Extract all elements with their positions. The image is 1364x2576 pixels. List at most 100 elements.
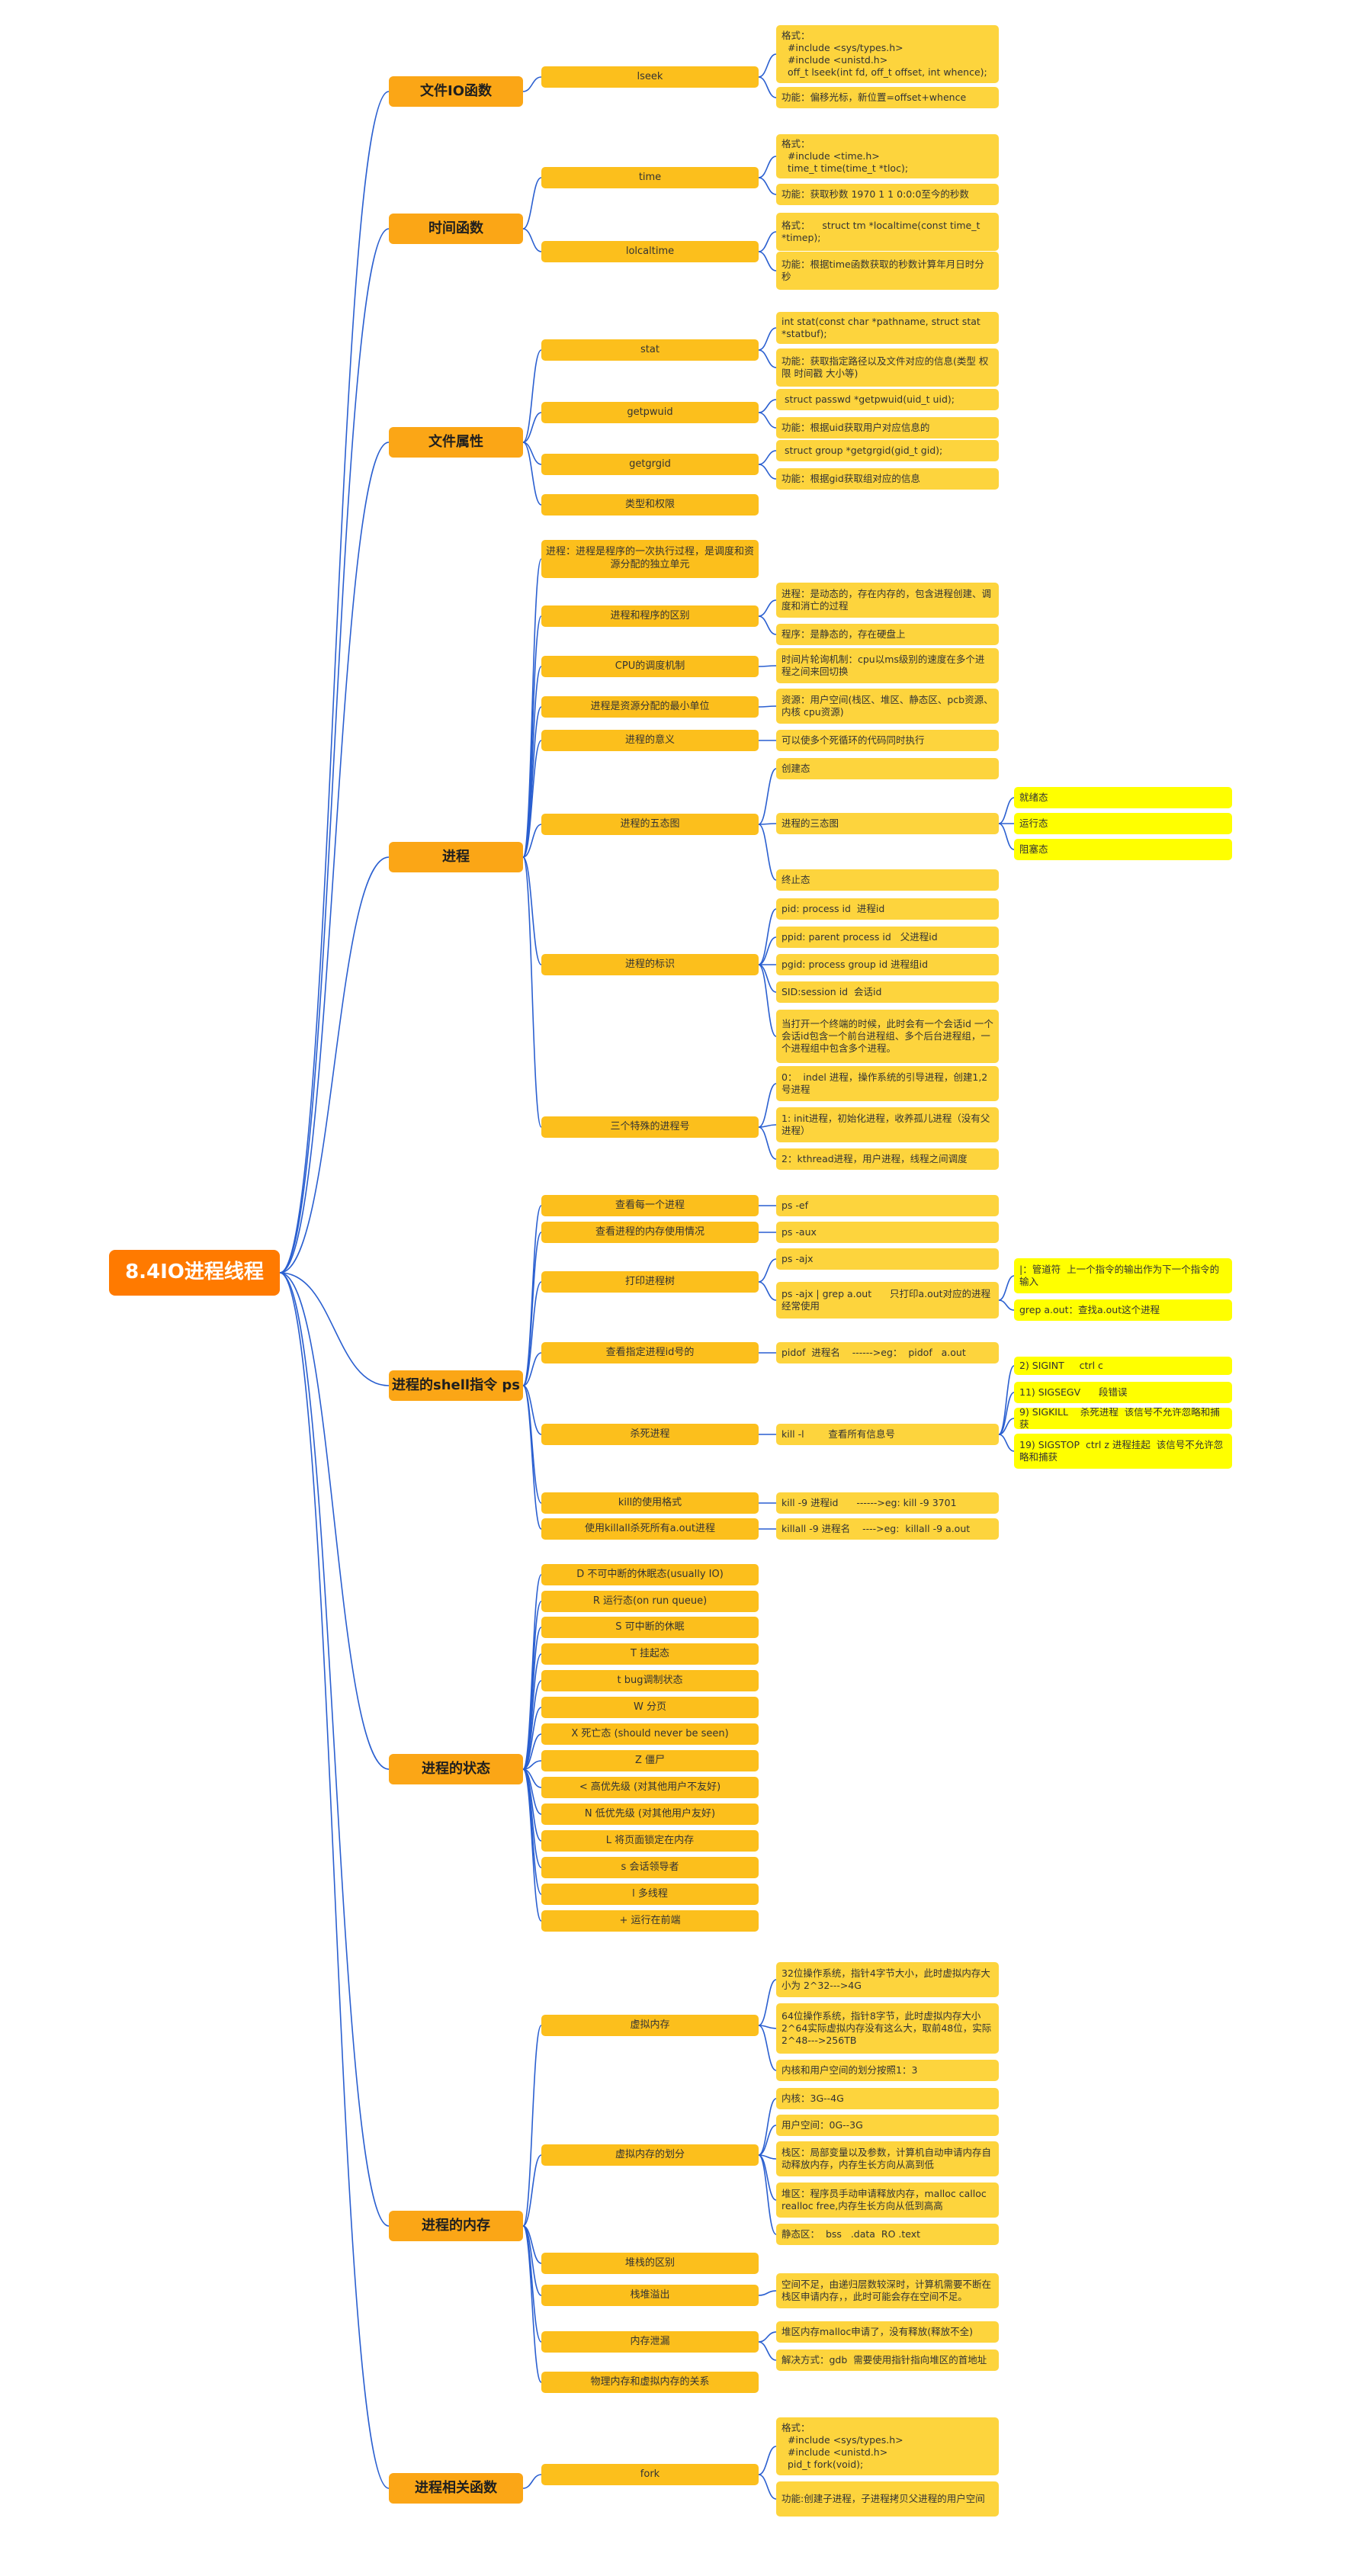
branch-4-item-6[interactable]: 使用killall杀死所有a.out进程 xyxy=(541,1518,759,1540)
branch-0-item-0-detail-1[interactable]: 功能：偏移光标，新位置=offset+whence xyxy=(776,87,999,108)
branch-6-item-3-detail-0[interactable]: 空间不足，由递归层数较深时，计算机需要不断在栈区申请内存，，此时可能会存在空间不… xyxy=(776,2273,999,2308)
branch-6-item-4[interactable]: 内存泄漏 xyxy=(541,2331,759,2353)
branch-7-item-0-detail-1[interactable]: 功能:创建子进程，子进程拷贝父进程的用户空间 xyxy=(776,2481,999,2517)
branch-2-item-2[interactable]: getgrgid xyxy=(541,454,759,475)
branch-7[interactable]: 进程相关函数 xyxy=(389,2473,523,2504)
branch-6-item-5[interactable]: 物理内存和虚拟内存的关系 xyxy=(541,2372,759,2393)
branch-3-item-2[interactable]: CPU的调度机制 xyxy=(541,656,759,677)
branch-4-item-4-detail-0-sub-3[interactable]: 19) SIGSTOP ctrl z 进程挂起 该信号不允许忽略和捕获 xyxy=(1014,1434,1232,1469)
branch-5-item-2[interactable]: S 可中断的休眠 xyxy=(541,1617,759,1638)
branch-3-item-6[interactable]: 进程的标识 xyxy=(541,954,759,975)
branch-3-item-7-detail-2[interactable]: 2：kthread进程，用户进程，线程之间调度 xyxy=(776,1148,999,1170)
branch-6-item-4-detail-1[interactable]: 解决方式：gdb 需要使用指针指向堆区的首地址 xyxy=(776,2350,999,2371)
branch-6-item-3[interactable]: 栈堆溢出 xyxy=(541,2285,759,2306)
branch-7-item-0[interactable]: fork xyxy=(541,2464,759,2485)
branch-1-item-0-detail-0[interactable]: 格式： #include <time.h> time_t time(time_t… xyxy=(776,134,999,178)
branch-6-item-2[interactable]: 堆栈的区别 xyxy=(541,2253,759,2274)
branch-3-item-5-detail-1-sub-2[interactable]: 阻塞态 xyxy=(1014,839,1232,860)
branch-4-item-2[interactable]: 打印进程树 xyxy=(541,1271,759,1293)
branch-0-item-0-detail-0[interactable]: 格式： #include <sys/types.h> #include <uni… xyxy=(776,25,999,83)
branch-5-item-1[interactable]: R 运行态(on run queue) xyxy=(541,1591,759,1612)
branch-4-item-3[interactable]: 查看指定进程id号的 xyxy=(541,1342,759,1363)
branch-4-item-6-detail-0[interactable]: killall -9 进程名 ---->eg: killall -9 a.out xyxy=(776,1518,999,1540)
branch-3-item-2-detail-0[interactable]: 时间片轮询机制：cpu以ms级别的速度在多个进程之间来回切换 xyxy=(776,648,999,683)
branch-4-item-2-detail-1[interactable]: ps -ajx | grep a.out 只打印a.out对应的进程经常使用 xyxy=(776,1282,999,1319)
branch-3-item-1-detail-0[interactable]: 进程：是动态的，存在内存的，包含进程创建、调度和消亡的过程 xyxy=(776,583,999,618)
branch-6-item-0-detail-2[interactable]: 内核和用户空间的划分按照1：3 xyxy=(776,2060,999,2081)
branch-1-item-1-detail-1[interactable]: 功能：根据time函数获取的秒数计算年月日时分秒 xyxy=(776,252,999,290)
branch-6-item-1-detail-2[interactable]: 栈区：局部变量以及参数，计算机自动申请内存自动释放内存，内存生长方向从高到低 xyxy=(776,2141,999,2176)
branch-0[interactable]: 文件IO函数 xyxy=(389,76,523,107)
branch-1[interactable]: 时间函数 xyxy=(389,214,523,244)
branch-6-item-0-detail-1[interactable]: 64位操作系统，指针8字节，此时虚拟内存大小2^64实际虚拟内存没有这么大，取前… xyxy=(776,2003,999,2054)
branch-4-item-0[interactable]: 查看每一个进程 xyxy=(541,1195,759,1216)
branch-3-item-1-detail-1[interactable]: 程序：是静态的，存在硬盘上 xyxy=(776,624,999,645)
branch-6-item-1[interactable]: 虚拟内存的划分 xyxy=(541,2144,759,2166)
branch-1-item-1-detail-0[interactable]: 格式： struct tm *localtime(const time_t *t… xyxy=(776,213,999,251)
branch-0-item-0[interactable]: lseek xyxy=(541,66,759,88)
mindmap-root[interactable]: 8.4IO进程线程 xyxy=(109,1250,280,1296)
branch-5-item-0[interactable]: D 不可中断的休眠态(usually IO) xyxy=(541,1564,759,1585)
branch-3-item-6-detail-3[interactable]: SID:session id 会话id xyxy=(776,981,999,1003)
branch-3-item-4[interactable]: 进程的意义 xyxy=(541,730,759,751)
branch-5-item-13[interactable]: + 运行在前端 xyxy=(541,1910,759,1932)
branch-2-item-1-detail-1[interactable]: 功能：根据uid获取用户对应信息的 xyxy=(776,417,999,438)
branch-4-item-4-detail-0-sub-0[interactable]: 2) SIGINT ctrl c xyxy=(1014,1357,1232,1375)
branch-3-item-1[interactable]: 进程和程序的区别 xyxy=(541,605,759,627)
branch-5-item-6[interactable]: X 死亡态 (should never be seen) xyxy=(541,1723,759,1745)
branch-5-item-4[interactable]: t bug调制状态 xyxy=(541,1670,759,1691)
branch-6-item-1-detail-0[interactable]: 内核：3G--4G xyxy=(776,2088,999,2109)
branch-4-item-0-detail-0[interactable]: ps -ef xyxy=(776,1195,999,1216)
branch-4-item-2-detail-1-sub-0[interactable]: |：管道符 上一个指令的输出作为下一个指令的输入 xyxy=(1014,1258,1232,1293)
branch-3-item-7[interactable]: 三个特殊的进程号 xyxy=(541,1116,759,1138)
branch-3-item-3-detail-0[interactable]: 资源：用户空间(栈区、堆区、静态区、pcb资源、内核 cpu资源) xyxy=(776,689,999,724)
branch-2-item-1-detail-0[interactable]: struct passwd *getpwuid(uid_t uid); xyxy=(776,389,999,410)
branch-4-item-5-detail-0[interactable]: kill -9 进程id ------>eg: kill -9 3701 xyxy=(776,1492,999,1514)
branch-3-item-5-detail-1-sub-0[interactable]: 就绪态 xyxy=(1014,787,1232,808)
branch-3-item-3[interactable]: 进程是资源分配的最小单位 xyxy=(541,696,759,718)
branch-5-item-10[interactable]: L 将页面锁定在内存 xyxy=(541,1830,759,1852)
branch-6-item-1-detail-1[interactable]: 用户空间：0G--3G xyxy=(776,2115,999,2136)
branch-2-item-3[interactable]: 类型和权限 xyxy=(541,494,759,516)
branch-6-item-4-detail-0[interactable]: 堆区内存malloc申请了，没有释放(释放不全) xyxy=(776,2321,999,2343)
branch-6-item-1-detail-4[interactable]: 静态区： bss .data RO .text xyxy=(776,2224,999,2245)
branch-4-item-5[interactable]: kill的使用格式 xyxy=(541,1492,759,1514)
branch-5-item-7[interactable]: Z 僵尸 xyxy=(541,1750,759,1771)
branch-4-item-1-detail-0[interactable]: ps -aux xyxy=(776,1222,999,1243)
branch-3-item-4-detail-0[interactable]: 可以使多个死循环的代码同时执行 xyxy=(776,730,999,751)
branch-5-item-3[interactable]: T 挂起态 xyxy=(541,1643,759,1665)
branch-4-item-3-detail-0[interactable]: pidof 进程名 ------>eg： pidof a.out xyxy=(776,1342,999,1363)
branch-6[interactable]: 进程的内存 xyxy=(389,2211,523,2241)
branch-5-item-11[interactable]: s 会话领导者 xyxy=(541,1857,759,1878)
branch-4-item-2-detail-1-sub-1[interactable]: grep a.out：查找a.out这个进程 xyxy=(1014,1299,1232,1321)
branch-1-item-1[interactable]: lolcaltime xyxy=(541,241,759,262)
branch-3-item-5-detail-1-sub-1[interactable]: 运行态 xyxy=(1014,813,1232,834)
branch-2-item-2-detail-0[interactable]: struct group *getgrgid(gid_t gid); xyxy=(776,440,999,461)
branch-3-item-5-detail-2[interactable]: 终止态 xyxy=(776,869,999,891)
branch-4-item-4-detail-0-sub-2[interactable]: 9) SIGKILL 杀死进程 该信号不允许忽略和捕获 xyxy=(1014,1408,1232,1429)
branch-5-item-8[interactable]: < 高优先级 (对其他用户不友好) xyxy=(541,1777,759,1798)
branch-2-item-0-detail-0[interactable]: int stat(const char *pathname, struct st… xyxy=(776,312,999,344)
branch-7-item-0-detail-0[interactable]: 格式： #include <sys/types.h> #include <uni… xyxy=(776,2417,999,2475)
branch-1-item-0-detail-1[interactable]: 功能：获取秒数 1970 1 1 0:0:0至今的秒数 xyxy=(776,184,999,205)
branch-3-item-7-detail-0[interactable]: 0： indel 进程，操作系统的引导进程，创建1,2号进程 xyxy=(776,1066,999,1101)
branch-3[interactable]: 进程 xyxy=(389,842,523,872)
branch-4-item-1[interactable]: 查看进程的内存使用情况 xyxy=(541,1222,759,1243)
branch-4[interactable]: 进程的shell指令 ps xyxy=(389,1370,523,1401)
branch-3-item-6-detail-1[interactable]: ppid: parent process id 父进程id xyxy=(776,927,999,948)
branch-3-item-0[interactable]: 进程：进程是程序的一次执行过程，是调度和资源分配的独立单元 xyxy=(541,540,759,578)
branch-5-item-9[interactable]: N 低优先级 (对其他用户友好) xyxy=(541,1804,759,1825)
branch-4-item-4-detail-0[interactable]: kill -l 查看所有信息号 xyxy=(776,1424,999,1445)
branch-4-item-2-detail-0[interactable]: ps -ajx xyxy=(776,1248,999,1270)
branch-2-item-1[interactable]: getpwuid xyxy=(541,402,759,423)
branch-3-item-6-detail-0[interactable]: pid: process id 进程id xyxy=(776,898,999,920)
branch-4-item-4[interactable]: 杀死进程 xyxy=(541,1424,759,1445)
branch-6-item-1-detail-3[interactable]: 堆区：程序员手动申请释放内存，malloc calloc realloc fre… xyxy=(776,2183,999,2218)
branch-5-item-5[interactable]: W 分页 xyxy=(541,1697,759,1718)
branch-3-item-6-detail-2[interactable]: pgid: process group id 进程组id xyxy=(776,954,999,975)
branch-3-item-6-detail-4[interactable]: 当打开一个终端的时候，此时会有一个会话id 一个会话id包含一个前台进程组、多个… xyxy=(776,1010,999,1063)
branch-2[interactable]: 文件属性 xyxy=(389,427,523,458)
branch-2-item-2-detail-1[interactable]: 功能：根据gid获取组对应的信息 xyxy=(776,468,999,490)
branch-3-item-5[interactable]: 进程的五态图 xyxy=(541,814,759,835)
branch-2-item-0-detail-1[interactable]: 功能：获取指定路径以及文件对应的信息(类型 权限 时间戳 大小等) xyxy=(776,348,999,387)
